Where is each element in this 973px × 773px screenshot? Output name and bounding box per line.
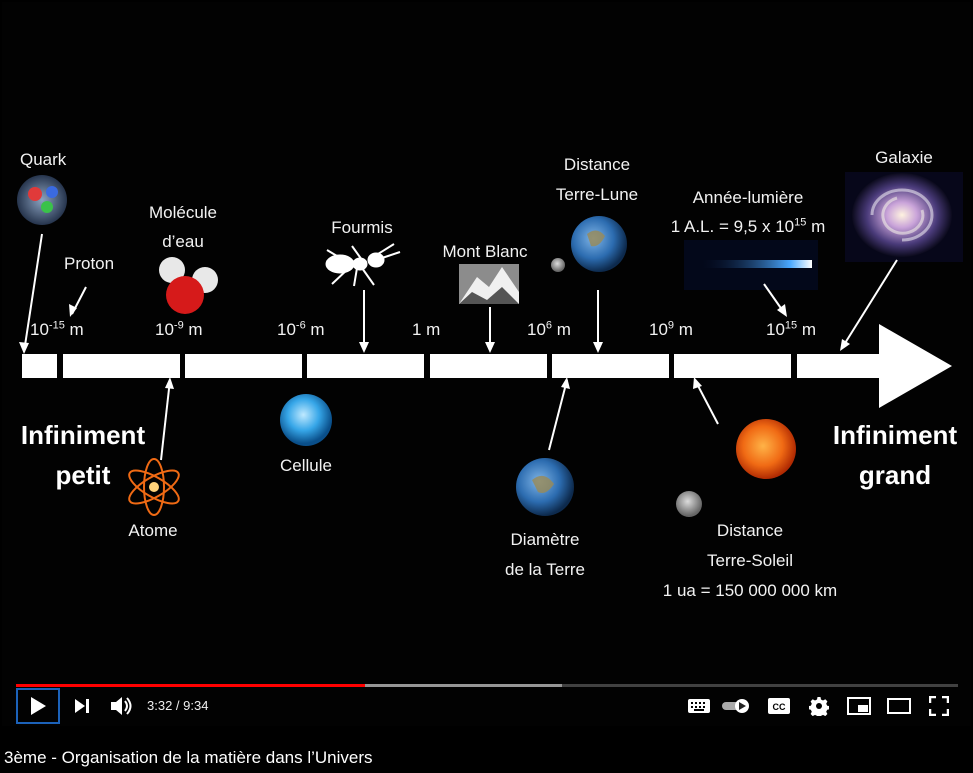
progress-bar[interactable] xyxy=(16,684,958,687)
played-bar xyxy=(16,684,365,687)
sun-image xyxy=(736,419,796,479)
theater-mode-button[interactable] xyxy=(884,690,914,722)
video-info: 3ème - Organisation de la matière dans l… xyxy=(0,728,973,773)
galaxy-image xyxy=(845,172,963,262)
label-distance-ts-2: Terre-Soleil xyxy=(707,551,793,570)
subtitles-button[interactable]: CC xyxy=(764,690,794,722)
infiniment-grand-title: Infiniment grand xyxy=(832,420,958,490)
label-ua-value: 1 ua = 150 000 000 km xyxy=(662,581,838,600)
scale-segment xyxy=(63,354,180,378)
label-distance-tl-1: Distance xyxy=(563,155,631,174)
scale-illustration xyxy=(17,172,963,517)
label-galaxie: Galaxie xyxy=(875,148,933,167)
small-earth-image xyxy=(676,491,702,517)
theater-icon xyxy=(887,698,911,714)
mont-blanc-image xyxy=(459,264,519,304)
scale-arrowhead xyxy=(797,324,952,408)
atom-image xyxy=(128,458,180,516)
svg-text:CC: CC xyxy=(773,702,786,712)
label-al-value: 1 A.L. = 9,5 x 1015 m xyxy=(670,216,826,236)
label-molecule-2: d’eau xyxy=(162,232,204,251)
scale-label: 109 m xyxy=(649,319,693,339)
autoplay-toggle-icon xyxy=(722,699,749,713)
light-beam-image xyxy=(702,260,812,268)
scale-segment xyxy=(185,354,302,378)
play-icon xyxy=(31,697,46,715)
volume-icon xyxy=(111,697,132,715)
player-controls: 3:32 / 9:34 CC xyxy=(0,680,973,728)
label-fourmis: Fourmis xyxy=(331,218,393,237)
label-mont-blanc: Mont Blanc xyxy=(442,242,528,261)
miniplayer-button[interactable] xyxy=(844,690,874,722)
video-title: 3ème - Organisation de la matière dans l… xyxy=(4,748,373,767)
scale-label: 10-15 m xyxy=(30,319,84,339)
scale-segment xyxy=(430,354,547,378)
label-diametre-2: de la Terre xyxy=(504,560,586,579)
ant-image xyxy=(325,243,401,287)
label-proton: Proton xyxy=(64,254,115,273)
label-molecule-1: Molécule xyxy=(148,203,218,222)
arrow-heads xyxy=(19,304,850,389)
time-display: 3:32 / 9:34 xyxy=(147,698,209,713)
settings-button[interactable] xyxy=(804,690,834,722)
scale-segment xyxy=(552,354,669,378)
scale-segment xyxy=(674,354,791,378)
scale-segment xyxy=(22,354,57,378)
infiniment-petit-title: Infiniment petit xyxy=(20,420,146,490)
autoplay-toggle[interactable] xyxy=(718,690,754,722)
label-annee-lumiere: Année-lumière xyxy=(692,188,804,207)
water-molecule-image xyxy=(159,257,218,314)
label-distance-ts-1: Distance xyxy=(716,521,784,540)
cell-image xyxy=(280,394,332,446)
scale-label: 106 m xyxy=(527,319,571,339)
scale-label: 1015 m xyxy=(766,319,817,339)
video-frame[interactable]: 10-15 m 10-9 m 10-6 m 1 m 106 m 109 m 10… xyxy=(2,2,971,726)
gear-icon xyxy=(809,697,829,716)
fullscreen-icon xyxy=(929,696,949,716)
fullscreen-button[interactable] xyxy=(924,690,954,722)
scale-segment xyxy=(307,354,424,378)
pointer-arrows xyxy=(23,233,898,461)
label-diametre-1: Diamètre xyxy=(510,530,580,549)
label-quark: Quark xyxy=(20,150,67,169)
video-player[interactable]: 10-15 m 10-9 m 10-6 m 1 m 106 m 109 m 10… xyxy=(0,0,973,728)
cc-icon: CC xyxy=(768,698,790,714)
next-icon xyxy=(75,699,89,713)
play-button[interactable] xyxy=(16,688,60,724)
scale-label: 10-6 m xyxy=(277,319,325,339)
label-atome: Atome xyxy=(128,521,178,540)
label-distance-tl-2: Terre-Lune xyxy=(555,185,639,204)
scale-label: 10-9 m xyxy=(155,319,203,339)
volume-button[interactable] xyxy=(104,690,138,722)
keyboard-button[interactable] xyxy=(684,690,714,722)
moon-image xyxy=(551,258,565,272)
keyboard-icon xyxy=(688,699,710,713)
next-button[interactable] xyxy=(66,690,98,722)
quark-image xyxy=(17,175,67,225)
scale-label: 1 m xyxy=(412,320,441,339)
miniplayer-icon xyxy=(847,697,871,715)
label-cellule: Cellule xyxy=(280,456,332,475)
